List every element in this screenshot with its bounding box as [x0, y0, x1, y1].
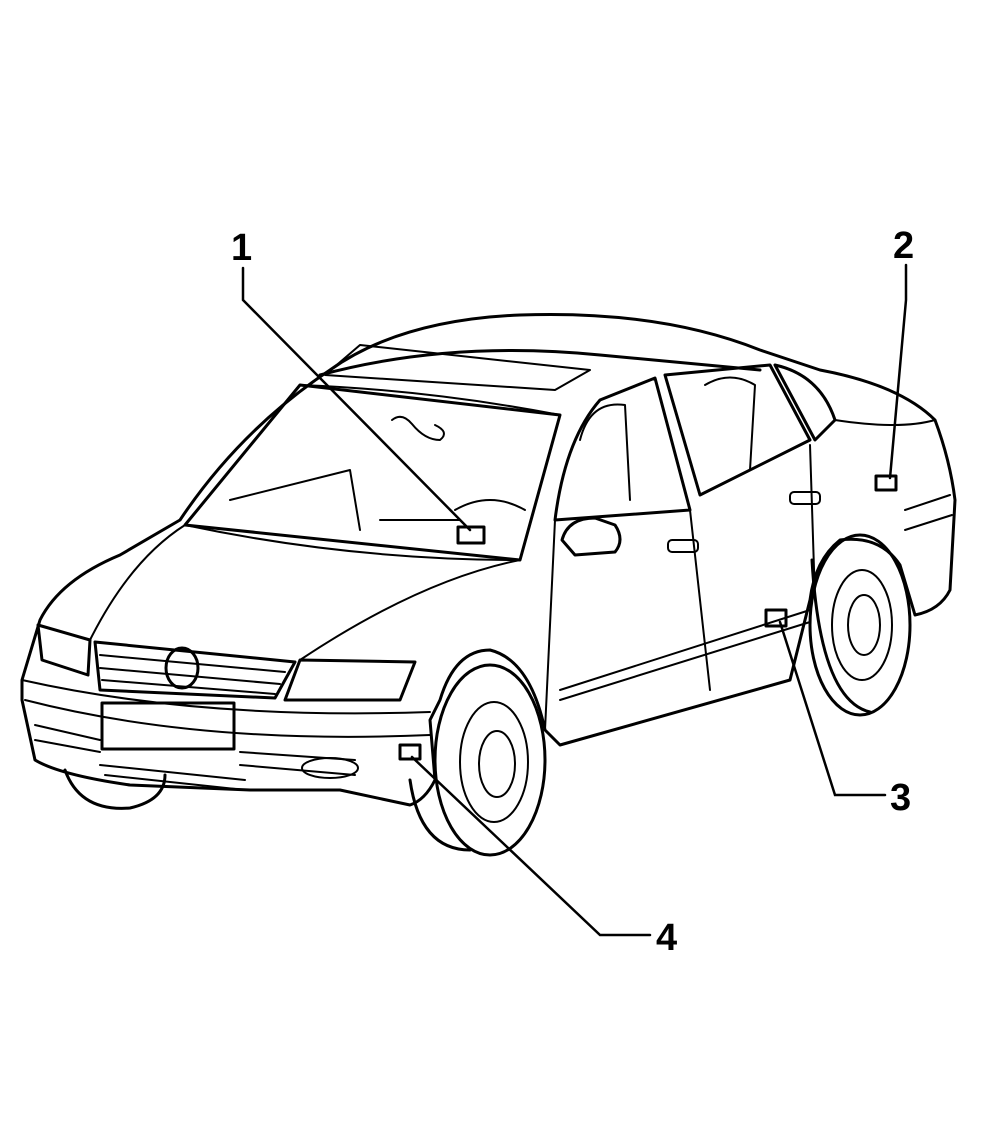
side-molding: [559, 609, 811, 701]
brand-emblem: [164, 646, 200, 690]
rear-side-window: [663, 363, 812, 497]
callout-labels: 1 2 3 4: [231, 225, 914, 959]
leader-2: [888, 263, 908, 480]
lower-grille: [34, 724, 356, 791]
sunroof: [324, 344, 591, 391]
grille: [93, 640, 297, 700]
front-side-window: [553, 376, 692, 522]
rear-wheel: [808, 533, 912, 717]
front-bumper: [21, 679, 431, 738]
leader-lines: [241, 263, 908, 937]
side-mirror: [560, 516, 622, 557]
roof: [318, 349, 762, 377]
left-headlight: [36, 623, 92, 677]
module-box-icon: [456, 525, 486, 545]
windshield: [183, 383, 562, 562]
module-box-icon: [874, 474, 898, 492]
leader-4: [410, 755, 652, 937]
module-box-icon: [764, 608, 788, 628]
callout-2: 2: [893, 225, 914, 267]
module-markers: [398, 474, 898, 761]
module-box-icon: [398, 743, 422, 761]
front-wheel: [408, 663, 547, 857]
right-headlight: [283, 658, 417, 702]
sedan-car-icon: [20, 312, 957, 857]
callout-4: 4: [656, 917, 677, 959]
callout-3: 3: [890, 777, 911, 819]
callout-1: 1: [231, 227, 252, 269]
front-left-wheel: [63, 768, 167, 810]
leader-3: [778, 620, 887, 797]
hood: [89, 524, 521, 661]
leader-1: [241, 266, 472, 532]
rear-quarter: [834, 419, 953, 531]
license-plate: [100, 701, 236, 751]
